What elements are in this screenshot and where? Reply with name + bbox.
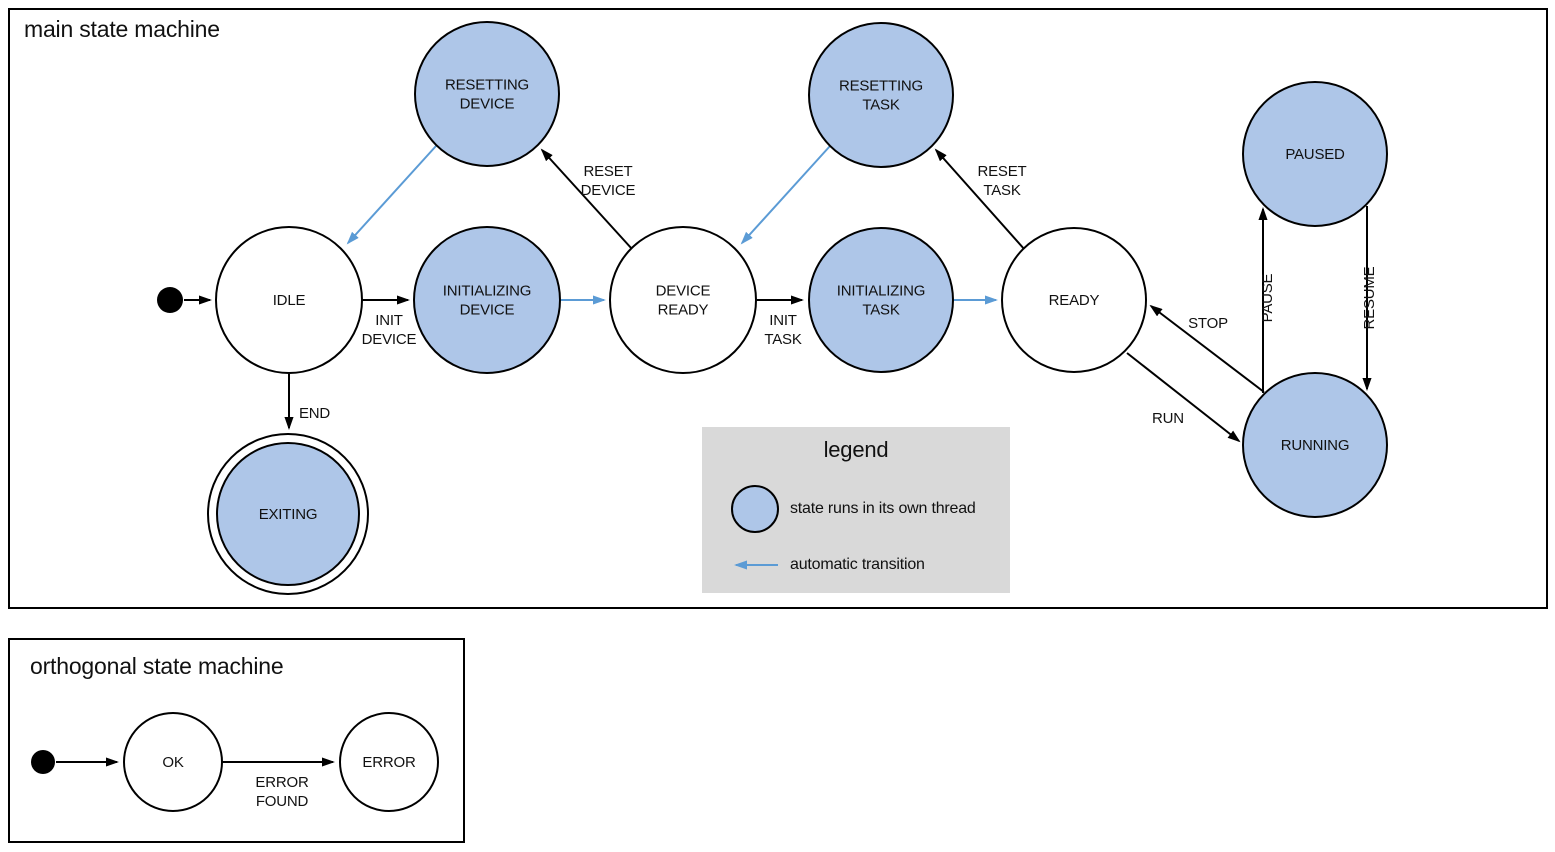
legend-panel: legend state runs in its own thread auto…: [702, 427, 1010, 593]
legend-item-thread-label: state runs in its own thread: [790, 500, 976, 517]
orthogonal-state-machine-panel: orthogonal state machine: [8, 638, 465, 843]
main-state-machine-title: main state machine: [24, 16, 220, 42]
legend-item-auto-label: automatic transition: [790, 556, 925, 573]
legend-title: legend: [823, 437, 889, 462]
orthogonal-state-machine-title: orthogonal state machine: [30, 653, 284, 679]
